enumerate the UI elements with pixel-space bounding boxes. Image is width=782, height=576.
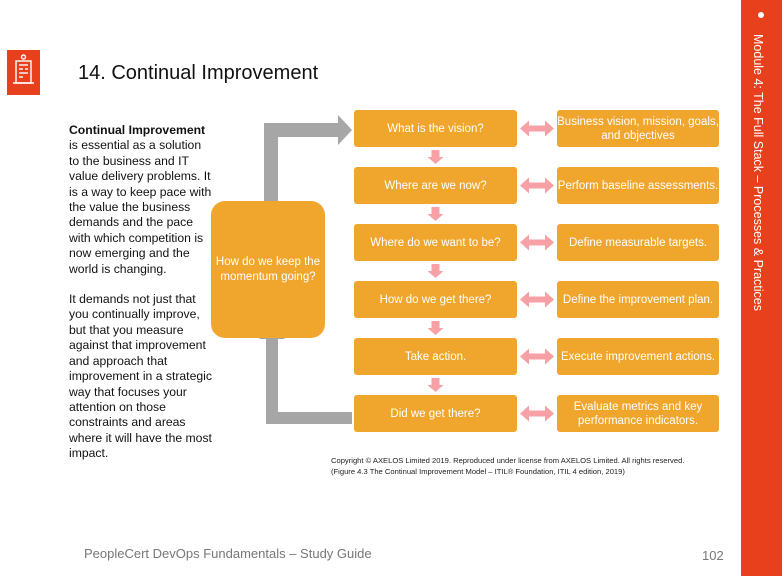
page-title: 14. Continual Improvement [78,62,319,84]
body-text: Continual Improvement is essential as a … [69,123,214,477]
down-arrow [427,207,444,221]
double-arrow [520,348,554,365]
step-answer-box: Define the improvement plan. [557,281,719,318]
step-answer-box: Business vision, mission, goals, and obj… [557,110,719,147]
step-answer-box: Perform baseline assessments. [557,167,719,204]
step-answer-box: Execute improvement actions. [557,338,719,375]
bullet-dot [758,12,764,18]
building-icon [7,50,40,95]
footer-text: PeopleCert DevOps Fundamentals – Study G… [84,546,372,561]
paragraph-2: It demands not just that you continually… [69,292,212,461]
step-question-box: What is the vision? [354,110,517,147]
step-answer-box: Evaluate metrics and key performance ind… [557,395,719,432]
step-question-box: Where are we now? [354,167,517,204]
step-question-box: Did we get there? [354,395,517,432]
momentum-box: How do we keep the momentum going? [211,201,325,338]
down-arrow [427,264,444,278]
down-arrow [427,321,444,335]
copyright-line-1: Copyright © AXELOS Limited 2019. Reprodu… [331,456,685,465]
step-question-box: Where do we want to be? [354,224,517,261]
loop-arrow-bottom [259,326,352,424]
double-arrow [520,405,554,422]
module-sidebar: Module 4: The Full Stack – Processes & P… [741,0,782,576]
down-arrow [427,378,444,392]
double-arrow [520,234,554,251]
paragraph-1: Continual Improvement is essential as a … [69,123,214,277]
step-question-box: Take action. [354,338,517,375]
paragraph-1-rest: is essential as a solution to the busine… [69,138,212,276]
module-label: Module 4: The Full Stack – Processes & P… [751,34,765,311]
step-answer-box: Define measurable targets. [557,224,719,261]
double-arrow [520,177,554,194]
copyright-note: Copyright © AXELOS Limited 2019. Reprodu… [331,455,731,477]
double-arrow [520,291,554,308]
step-question-box: How do we get there? [354,281,517,318]
paragraph-1-bold: Continual Improvement [69,123,206,137]
page-number: 102 [702,548,724,563]
down-arrow [427,150,444,164]
loop-arrow-top [264,115,352,201]
double-arrow [520,120,554,137]
copyright-line-2: (Figure 4.3 The Continual Improvement Mo… [331,467,625,476]
